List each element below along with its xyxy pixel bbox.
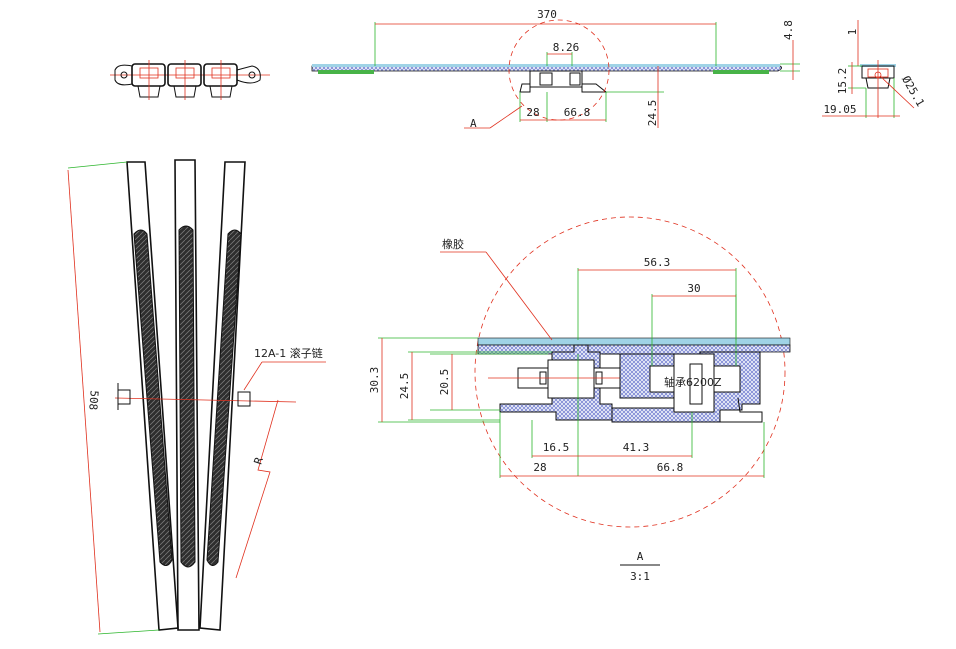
- dim-8-26: 8.26: [553, 41, 580, 54]
- dim-30-3: 30.3: [368, 367, 381, 394]
- dim-dia-25-1: Ø25.1: [899, 74, 927, 109]
- dim-4-8: 4.8: [782, 20, 795, 40]
- detail-view-a: 轴承6200Z 橡胶 56.3 30 30.3 24.5 20.5: [368, 216, 791, 583]
- dim-508: 508: [86, 390, 100, 411]
- dim-1: 1: [846, 29, 859, 36]
- chain-label: 12A-1 滚子链: [254, 346, 323, 360]
- front-view: 370 8.26 4.8 28 66.8 24.5 A: [311, 8, 800, 130]
- dim-16-5: 16.5: [543, 441, 570, 454]
- dim-19-05: 19.05: [823, 103, 856, 116]
- dim-370: 370: [537, 8, 557, 21]
- rubber-label: 橡胶: [442, 237, 464, 251]
- dim-66-8-detail: 66.8: [657, 461, 684, 474]
- dim-20-5: 20.5: [438, 369, 451, 396]
- side-view: 1 15.2 19.05 Ø25.1: [822, 20, 927, 118]
- dim-24-5-detail: 24.5: [398, 373, 411, 400]
- dim-41-3: 41.3: [623, 441, 650, 454]
- chain-end-view: [110, 60, 270, 100]
- dim-24-5-top: 24.5: [646, 100, 659, 127]
- detail-scale: 3:1: [630, 570, 650, 583]
- view-a-label: A: [470, 117, 477, 130]
- dim-30: 30: [687, 282, 700, 295]
- dim-28-top: 28: [526, 106, 539, 119]
- detail-title: A: [637, 550, 644, 563]
- dim-28-detail: 28: [533, 461, 546, 474]
- dim-56-3: 56.3: [644, 256, 671, 269]
- dim-r: R: [251, 455, 266, 466]
- bearing-label: 轴承6200Z: [664, 375, 722, 389]
- curved-plan-view: 508 12A-1 滚子链 R: [67, 159, 326, 635]
- dim-66-8-top: 66.8: [564, 106, 591, 119]
- dim-15-2: 15.2: [836, 68, 849, 95]
